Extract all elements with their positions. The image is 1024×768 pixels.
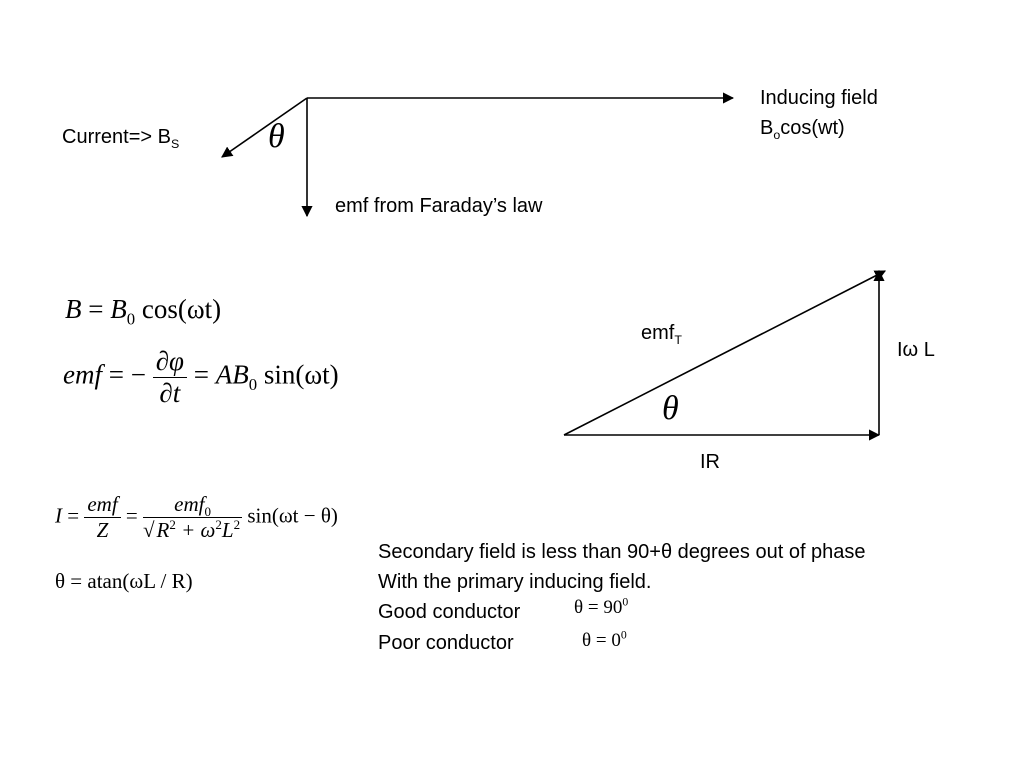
base-label: IR [700,451,720,473]
eq1-b: B [110,294,127,324]
inducing-field-B: B [760,117,774,139]
good-conductor-label: Good conductor [378,601,521,623]
eq3-radicand: R2 + ω2L2 [154,517,243,542]
inducing-field-rest: cos(wt) [780,117,845,139]
eq3-den-l: L [221,518,234,542]
poor-conductor-equation: θ = 00 [582,628,627,651]
top-theta-symbol: θ [268,118,285,155]
eq3-f1-numerator: emf [84,494,121,518]
good-conductor-equation: θ = 900 [574,595,629,618]
eq3-f2-num-sub: 0 [204,504,211,520]
eq2-equals-minus: = − [108,359,146,390]
hypotenuse-sub: T [674,333,682,347]
equation-b-field: B = B0 cos(ωt) [65,294,222,328]
current-label-text: Current=> B [62,126,171,148]
poor-conductor-label: Poor conductor [378,632,514,654]
secondary-field-arrow [221,97,308,158]
hypotenuse-text: emf [641,322,675,344]
eq2-equals: = [193,359,209,390]
eq2-fraction: ∂φ ∂t [152,348,187,408]
eq3-lhs: I [55,503,62,528]
eq1-equals: = [88,294,104,324]
inducing-field-label: Inducing field [760,88,878,108]
eq1-lhs: B [65,294,82,324]
eq3-f2-num-text: emf [174,492,205,516]
eq3-den-sup2: 2 [215,517,222,532]
eq2-lhs: emf [63,359,102,390]
good-conductor-eq-text: θ = 90 [574,597,623,618]
eq2-denominator: ∂t [159,378,181,408]
equation-current: I = emf Z = emf0 √R2 + ω2L2 sin(ωt − θ) [55,492,338,542]
eq2-numerator: ∂φ [152,348,187,378]
eq2-rest: sin(ωt) [263,359,339,390]
equation-theta: θ = atan(ωL / R) [55,569,193,593]
eq3-f2-denominator: √R2 + ω2L2 [143,517,243,542]
eq3-f1-denominator: Z [96,518,109,542]
eq3-den-plus: + ω [175,518,216,542]
eq1-b-sub: 0 [126,309,136,329]
eq1-rest: cos(ωt) [141,294,222,324]
eq3-f2-numerator: emf0 [143,492,243,520]
poor-conductor-eq-sup: 0 [620,628,627,642]
emf-faraday-label: emf from Faraday’s law [335,195,543,217]
note-line-2: With the primary inducing field. [378,571,652,593]
current-label-sub: S [170,137,180,151]
eq2-ab: AB [215,359,249,390]
eq3-den-sup1: 2 [169,517,176,532]
hypotenuse-label: emfT [641,322,682,346]
triangle-hypotenuse-arrow [563,270,886,436]
triangle-theta-symbol: θ [662,390,679,427]
equation-emf: emf = − ∂φ ∂t = AB0 sin(ωt) [63,348,339,407]
good-conductor-eq-sup: 0 [622,595,629,609]
inducing-field-sub: o [773,128,781,142]
eq3-equals-2: = [125,503,138,528]
inducing-field-formula: Bocos(wt) [760,117,845,141]
eq3-den-sup3: 2 [233,517,241,532]
vertical-label: Iω L [897,339,935,361]
eq2-ab-sub: 0 [248,375,258,395]
inducing-field-line1: Inducing field [760,87,878,109]
eq3-rest: sin(ωt − θ) [247,503,338,528]
eq3-equals-1: = [67,503,80,528]
note-line-1: Secondary field is less than 90+θ degree… [378,541,866,563]
eq3-den-r: R [156,518,170,542]
sqrt-icon: √ [143,518,155,542]
current-label: Current=> BS [62,126,179,150]
eq3-fraction-2: emf0 √R2 + ω2L2 [143,492,243,542]
poor-conductor-eq-text: θ = 0 [582,630,621,651]
eq3-fraction-1: emf Z [84,494,121,542]
